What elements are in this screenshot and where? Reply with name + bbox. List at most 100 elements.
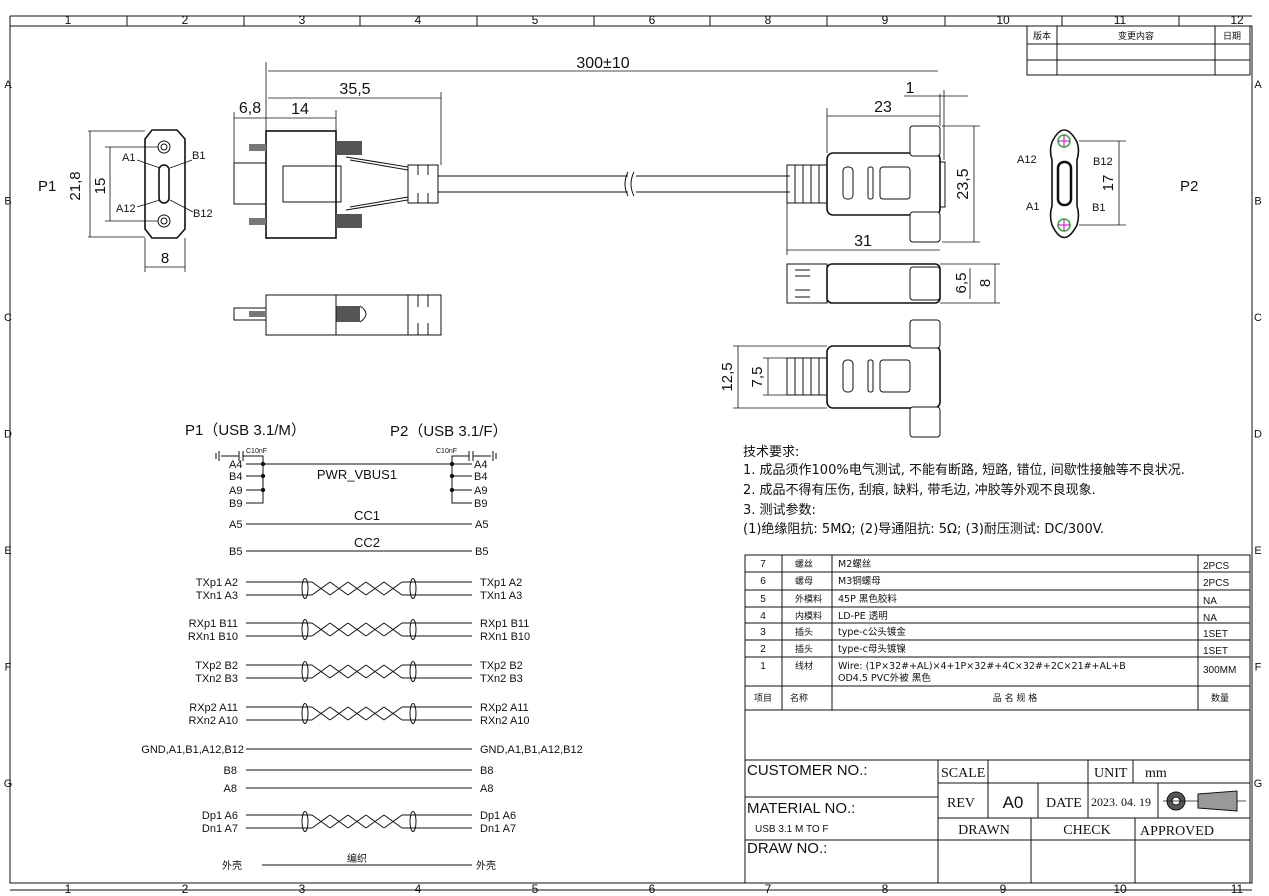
p2-dim-31: 31 xyxy=(854,233,872,250)
grid-col-bottom: 4 xyxy=(415,882,422,896)
p2-side-view: 23 1 23,5 31 xyxy=(786,80,980,255)
pair-left-pos-label: TXp1 A2 xyxy=(196,577,238,589)
rev-label: REV xyxy=(947,796,975,811)
vbus-net-label: PWR_VBUS1 xyxy=(317,467,397,482)
pair-left-neg-label: TXn2 B3 xyxy=(195,673,238,685)
unit-value: mm xyxy=(1145,766,1167,781)
bom-spec: M2螺丝 xyxy=(838,558,871,570)
pair-left-neg-label: Dn1 A7 xyxy=(202,823,238,835)
grid-col-top: 4 xyxy=(415,13,422,27)
pair-left-pos-label: RXp2 A11 xyxy=(189,702,238,714)
grid-col-bottom: 8 xyxy=(882,882,889,896)
grid-row-right: E xyxy=(1254,545,1261,557)
grid-col-top: 6 xyxy=(649,13,656,27)
drawn-label: DRAWN xyxy=(958,823,1010,838)
pair-right-pos-label: TXp2 B2 xyxy=(480,660,523,672)
schematic-p1-title: P1（USB 3.1/M） xyxy=(185,422,306,439)
p2-dim-6-5: 6,5 xyxy=(953,273,970,294)
pair-right-neg-label: TXn2 B3 xyxy=(480,673,523,685)
pair-right-neg-label: RXn1 B10 xyxy=(480,631,530,643)
b8-left-label: B8 xyxy=(224,765,237,777)
grid-row-right: F xyxy=(1255,662,1262,674)
grid-col-bottom: 5 xyxy=(532,882,539,896)
rev-header-content: 变更内容 xyxy=(1118,30,1154,42)
bom-name: 线材 xyxy=(795,660,813,672)
bom-qty: NA xyxy=(1203,596,1217,607)
grid-col-bottom: 10 xyxy=(1113,882,1127,896)
grid-col-top: 10 xyxy=(996,13,1010,27)
vbus-right-pin: A4 xyxy=(474,459,487,471)
bom-name: 内模料 xyxy=(795,610,822,622)
wiring-schematic: P1（USB 3.1/M） P2（USB 3.1/F） C10nF C10nF … xyxy=(141,422,582,872)
vbus-right-pin: B9 xyxy=(474,498,487,510)
bom-spec: LD-PE 透明 xyxy=(838,611,888,622)
bom-spec-line2: OD4.5 PVC外被 黑色 xyxy=(838,672,931,684)
check-label: CHECK xyxy=(1063,823,1110,838)
bom-header-name: 名称 xyxy=(790,692,808,704)
p1-dim-6-8: 6,8 xyxy=(239,100,261,117)
bom-item: 3 xyxy=(760,627,766,638)
bom-spec: type-c公头镀金 xyxy=(838,626,906,638)
grid-row-left: C xyxy=(4,312,12,324)
p2-dim-12-5: 12,5 xyxy=(719,362,736,391)
pair-left-pos-label: Dp1 A6 xyxy=(202,810,238,822)
braid-label: 编织 xyxy=(347,852,367,865)
rev-value: A0 xyxy=(1003,793,1024,812)
pair-right-pos-label: RXp1 B11 xyxy=(480,618,529,630)
p1-label: P1 xyxy=(38,178,56,195)
vbus-left-pin: A9 xyxy=(229,485,242,497)
p1-top-view xyxy=(233,294,442,336)
cc1-left-pin: A5 xyxy=(229,519,242,531)
bom-qty: 1SET xyxy=(1203,646,1228,657)
pair-left-pos-label: RXp1 B11 xyxy=(189,618,238,630)
grid-col-top: 1 xyxy=(65,13,72,27)
bom-name: 插头 xyxy=(795,626,813,638)
rev-header-date: 日期 xyxy=(1223,31,1241,42)
bom-header-spec: 品 名 规 格 xyxy=(993,692,1038,704)
grid-col-bottom: 3 xyxy=(299,882,306,896)
material-no-value: USB 3.1 M TO F xyxy=(755,824,829,835)
p1-dim-15: 15 xyxy=(92,178,109,195)
projection-symbol-icon xyxy=(1163,790,1246,812)
cap-left-label: C10nF xyxy=(246,448,267,455)
note-2: 2. 成品不得有压伤, 刮痕, 缺料, 带毛边, 冲胶等外观不良现象. xyxy=(743,482,1096,498)
grid-col-top: 2 xyxy=(182,13,189,27)
bom-spec: 45P 黑色胶料 xyxy=(838,593,897,605)
b8-right-label: B8 xyxy=(480,765,493,777)
scale-label: SCALE xyxy=(941,766,985,781)
note-3: 3. 测试参数: xyxy=(743,502,816,518)
dim-overall-length: 300±10 xyxy=(576,55,629,72)
grid-row-right: B xyxy=(1254,196,1261,208)
p1-pin-b12: B12 xyxy=(193,208,213,220)
revision-table: 版本 变更内容 日期 xyxy=(1026,25,1251,76)
gnd-left-label: GND,A1,B1,A12,B12 xyxy=(141,744,244,756)
grid-row-right: A xyxy=(1254,79,1262,91)
bom-item: 7 xyxy=(760,559,766,570)
bom-name: 外模料 xyxy=(795,593,822,605)
p2-label: P2 xyxy=(1180,178,1198,195)
pair-right-pos-label: RXp2 A11 xyxy=(480,702,529,714)
notes-title: 技术要求: xyxy=(743,445,799,460)
p2-dim-1: 1 xyxy=(906,80,915,97)
p1-dim-21-8: 21,8 xyxy=(67,171,84,200)
p2-front-view: 17 A12 B12 A1 B1 P2 xyxy=(1017,129,1198,239)
cc2-left-pin: B5 xyxy=(229,546,242,558)
pair-left-neg-label: RXn1 B10 xyxy=(188,631,238,643)
vbus-right-pin: A9 xyxy=(474,485,487,497)
vbus-left-pin: B4 xyxy=(229,471,242,483)
p1-pin-a12: A12 xyxy=(116,203,136,215)
bom-header-item: 项目 xyxy=(754,693,772,704)
cap-right-label: C10nF xyxy=(436,448,457,455)
a8-right-label: A8 xyxy=(480,783,493,795)
grid-row-left: D xyxy=(4,429,12,441)
grid-col-bottom: 2 xyxy=(182,882,189,896)
grid-col-bottom: 11 xyxy=(1231,882,1244,896)
bom-header-qty: 数量 xyxy=(1211,692,1229,704)
